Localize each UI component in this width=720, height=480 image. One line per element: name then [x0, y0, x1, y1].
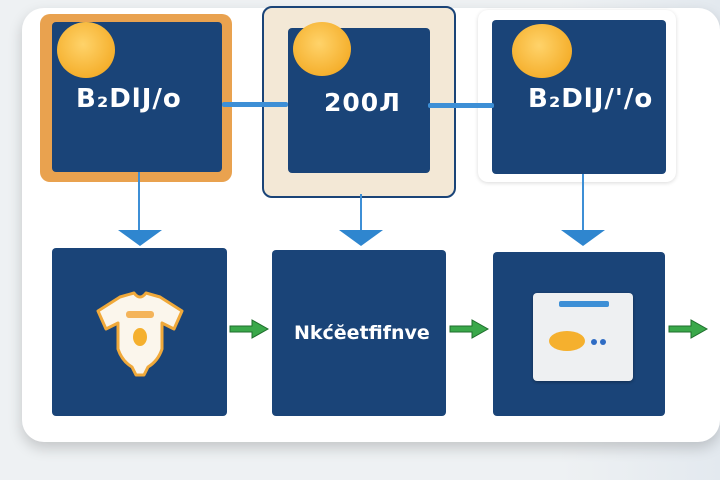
card-dot — [600, 339, 606, 345]
onesie-icon — [96, 291, 183, 377]
connector-1-2 — [222, 102, 288, 107]
top-node-2-dot-icon — [293, 22, 351, 76]
card-header-bar — [559, 301, 609, 307]
down-arrow-3-icon — [561, 230, 605, 246]
bottom-node-2-label: Nkćĕetfifnve — [294, 322, 430, 344]
down-arrow-1-icon — [118, 230, 162, 246]
top-node-3-dot-icon — [512, 24, 572, 78]
connector-2-3 — [428, 103, 494, 108]
down-line-2 — [360, 194, 362, 230]
green-arrow-2-icon — [449, 319, 490, 339]
top-node-2-label: 200Л — [324, 88, 401, 117]
bottom-node-1[interactable] — [52, 248, 227, 416]
card-dot — [591, 339, 597, 345]
top-node-1-label: B₂DlJ/o — [76, 84, 182, 114]
top-node-1-dot-icon — [57, 22, 115, 78]
green-arrow-1-icon — [229, 319, 270, 339]
down-arrow-2-icon — [339, 230, 383, 246]
card-oval — [549, 331, 585, 351]
green-arrow-3-icon — [668, 319, 709, 339]
top-node-3-label: B₂DlJ/'/o — [528, 84, 654, 114]
down-line-1 — [138, 172, 140, 230]
card-icon — [533, 293, 633, 381]
bottom-node-2[interactable]: Nkćĕetfifnve — [272, 250, 446, 416]
down-line-3 — [582, 174, 584, 230]
